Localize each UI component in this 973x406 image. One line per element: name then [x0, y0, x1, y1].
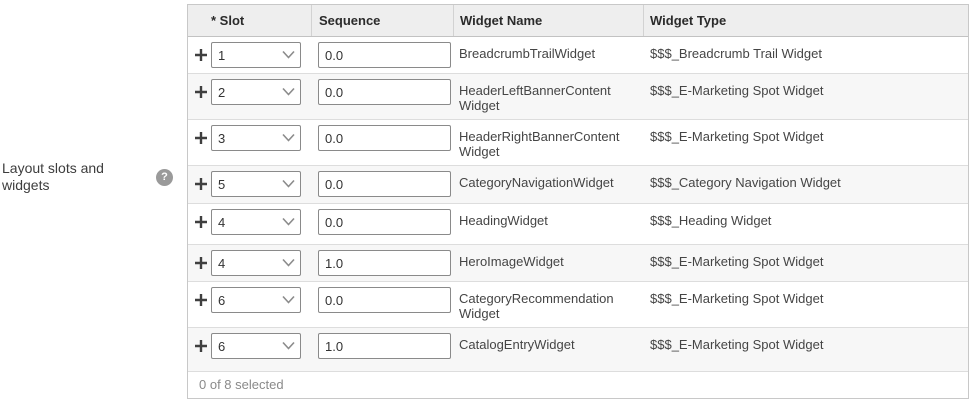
plus-icon: [194, 340, 207, 352]
plus-icon: [194, 216, 207, 228]
sequence-cell: [311, 74, 453, 110]
slot-cell: 5: [188, 166, 311, 202]
plus-icon: [194, 86, 207, 98]
sequence-cell: [311, 37, 453, 73]
slot-select[interactable]: 5: [211, 171, 301, 197]
widget-name-cell: HeadingWidget: [459, 213, 548, 228]
plus-icon: [194, 132, 207, 144]
slot-select[interactable]: 4: [211, 209, 301, 235]
table-row: 6 CategoryRecommendation Widget $$$_E-Ma…: [188, 282, 968, 328]
widget-name-cell: CategoryNavigationWidget: [459, 175, 614, 190]
widget-type-cell: $$$_E-Marketing Spot Widget: [650, 129, 824, 144]
slot-select[interactable]: 4: [211, 250, 301, 276]
table-row: 4 HeroImageWidget $$$_E-Marketing Spot W…: [188, 245, 968, 282]
table-row: 2 HeaderLeftBannerContent Widget $$$_E-M…: [188, 74, 968, 120]
sequence-cell: [311, 328, 453, 364]
column-header-widget-type: Widget Type: [643, 5, 968, 36]
table-row: 3 HeaderRightBannerContent Widget $$$_E-…: [188, 120, 968, 166]
table-row: 5 CategoryNavigationWidget $$$_Category …: [188, 166, 968, 204]
add-row-button[interactable]: [191, 42, 210, 68]
widget-name-cell: BreadcrumbTrailWidget: [459, 46, 596, 61]
widget-type-cell: $$$_Category Navigation Widget: [650, 175, 841, 190]
sequence-cell: [311, 204, 453, 240]
column-header-widget-name: Widget Name: [453, 5, 643, 36]
widgets-table: * Slot Sequence Widget Name Widget Type …: [187, 4, 969, 399]
widget-type-cell: $$$_E-Marketing Spot Widget: [650, 254, 824, 269]
sequence-input[interactable]: [318, 209, 451, 235]
widget-type-cell: $$$_E-Marketing Spot Widget: [650, 337, 824, 352]
sequence-cell: [311, 166, 453, 202]
slot-select[interactable]: 3: [211, 125, 301, 151]
table-row: 4 HeadingWidget $$$_Heading Widget: [188, 204, 968, 245]
slot-select[interactable]: 2: [211, 79, 301, 105]
sequence-input[interactable]: [318, 42, 451, 68]
help-icon[interactable]: ?: [156, 169, 173, 186]
add-row-button[interactable]: [191, 209, 210, 235]
add-row-button[interactable]: [191, 125, 210, 151]
widget-name-cell: HeaderRightBannerContent Widget: [459, 129, 620, 159]
sequence-cell: [311, 245, 453, 281]
sequence-input[interactable]: [318, 125, 451, 151]
slot-cell: 4: [188, 204, 311, 240]
sequence-input[interactable]: [318, 79, 451, 105]
slot-cell: 6: [188, 328, 311, 364]
sequence-input[interactable]: [318, 250, 451, 276]
sequence-cell: [311, 282, 453, 318]
sequence-input[interactable]: [318, 287, 451, 313]
widget-name-cell: CategoryRecommendation Widget: [459, 291, 614, 321]
plus-icon: [194, 49, 207, 61]
widget-type-cell: $$$_E-Marketing Spot Widget: [650, 291, 824, 306]
slot-select[interactable]: 6: [211, 333, 301, 359]
widget-name-cell: HeaderLeftBannerContent Widget: [459, 83, 611, 113]
add-row-button[interactable]: [191, 250, 210, 276]
field-label-layout-slots: Layout slots and widgets: [2, 160, 104, 193]
slot-cell: 4: [188, 245, 311, 281]
column-header-sequence: Sequence: [311, 5, 453, 36]
plus-icon: [194, 294, 207, 306]
slot-select[interactable]: 6: [211, 287, 301, 313]
sequence-input[interactable]: [318, 171, 451, 197]
add-row-button[interactable]: [191, 171, 210, 197]
column-header-slot: * Slot: [211, 13, 245, 28]
widget-type-cell: $$$_E-Marketing Spot Widget: [650, 83, 824, 98]
add-row-button[interactable]: [191, 333, 210, 359]
widget-type-cell: $$$_Breadcrumb Trail Widget: [650, 46, 822, 61]
table-row: 6 CatalogEntryWidget $$$_E-Marketing Spo…: [188, 328, 968, 372]
table-row: 1 BreadcrumbTrailWidget $$$_Breadcrumb T…: [188, 37, 968, 74]
plus-icon: [194, 178, 207, 190]
add-row-button[interactable]: [191, 79, 210, 105]
slot-cell: 1: [188, 37, 311, 73]
plus-icon: [194, 257, 207, 269]
selection-status: 0 of 8 selected: [188, 372, 968, 398]
sequence-input[interactable]: [318, 333, 451, 359]
widget-type-cell: $$$_Heading Widget: [650, 213, 772, 228]
add-row-button[interactable]: [191, 287, 210, 313]
widget-name-cell: HeroImageWidget: [459, 254, 564, 269]
slot-cell: 6: [188, 282, 311, 318]
widget-name-cell: CatalogEntryWidget: [459, 337, 575, 352]
slot-cell: 3: [188, 120, 311, 156]
sequence-cell: [311, 120, 453, 156]
table-header-row: * Slot Sequence Widget Name Widget Type: [188, 5, 968, 37]
slot-cell: 2: [188, 74, 311, 110]
slot-select[interactable]: 1: [211, 42, 301, 68]
